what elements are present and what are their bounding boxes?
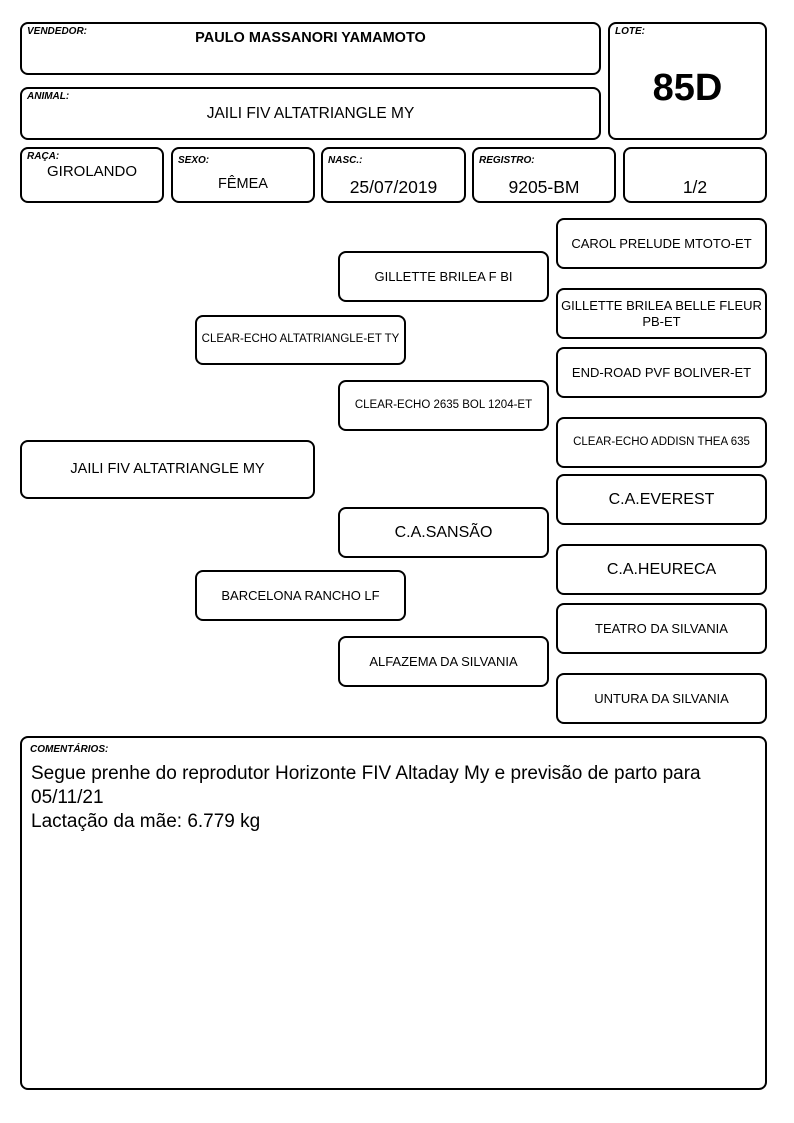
pedigree-great-grandparent: CLEAR-ECHO ADDISN THEA 635 [556,417,767,468]
seller-label: VENDEDOR: [27,26,88,37]
pedigree-great-grandparent: END-ROAD PVF BOLIVER-ET [556,347,767,398]
comments-box: COMENTÁRIOS: Segue prenhe do reprodutor … [20,736,767,1090]
pedigree-great-grandparent: C.A.EVEREST [556,474,767,525]
breed-box: RAÇA: GIROLANDO [20,147,164,203]
blood-fraction: 1/2 [682,177,708,197]
pedigree-great-grandparent-name: CAROL PRELUDE MTOTO-ET [571,235,752,251]
pedigree-great-grandparent-name: TEATRO DA SILVANIA [595,620,728,636]
seller-box: VENDEDOR: PAULO MASSANORI YAMAMOTO [20,22,601,75]
seller-name: PAULO MASSANORI YAMAMOTO [195,30,426,46]
birth-date: 25/07/2019 [349,177,438,197]
pedigree-dam-sire: C.A.SANSÃO [338,507,549,558]
lot-label: LOTE: [615,26,645,37]
pedigree-animal-name: JAILI FIV ALTATRIANGLE MY [70,460,265,477]
fraction-box: 1/2 [623,147,767,203]
pedigree-dam-dam: ALFAZEMA DA SILVANIA [338,636,549,687]
birth-label: NASC.: [328,155,363,166]
animal-name: JAILI FIV ALTATRIANGLE MY [206,105,415,122]
animal-label: ANIMAL: [27,91,70,102]
pedigree-sire-dam: CLEAR-ECHO 2635 BOL 1204-ET [338,380,549,431]
pedigree-great-grandparent: C.A.HEURECA [556,544,767,595]
lot-box: LOTE: 85D [608,22,767,140]
pedigree-great-grandparent-name: CLEAR-ECHO ADDISN THEA 635 [573,435,750,448]
animal-box: ANIMAL: JAILI FIV ALTATRIANGLE MY [20,87,601,140]
pedigree-sire-name: CLEAR-ECHO ALTATRIANGLE-ET TY [201,333,400,346]
pedigree-great-grandparent-name: GILLETTE BRILEA BELLE FLEUR PB-ET [561,297,762,329]
pedigree-dam-dam-name: ALFAZEMA DA SILVANIA [369,653,518,669]
pedigree-sire-dam-name: CLEAR-ECHO 2635 BOL 1204-ET [354,398,533,411]
pedigree-dam-name: BARCELONA RANCHO LF [221,587,380,603]
pedigree-great-grandparent: GILLETTE BRILEA BELLE FLEUR PB-ET [556,288,767,339]
pedigree-great-grandparent: TEATRO DA SILVANIA [556,603,767,654]
pedigree-sire-sire: GILLETTE BRILEA F BI [338,251,549,302]
pedigree-great-grandparent-name: END-ROAD PVF BOLIVER-ET [571,364,752,380]
pedigree-great-grandparent-name: UNTURA DA SILVANIA [594,690,729,706]
sex-label: SEXO: [178,155,210,166]
pedigree-dam-sire-name: C.A.SANSÃO [394,523,493,541]
sex-value: FÊMEA [218,176,268,192]
birth-box: NASC.: 25/07/2019 [321,147,466,203]
comments-label: COMENTÁRIOS: [30,744,109,755]
breed-label: RAÇA: [27,151,60,162]
pedigree-great-grandparent-name: C.A.EVEREST [608,490,715,508]
breed-value: GIROLANDO [46,163,137,180]
sex-box: SEXO: FÊMEA [171,147,315,203]
comments-text: Segue prenhe do reprodutor Horizonte FIV… [31,763,701,832]
pedigree-dam: BARCELONA RANCHO LF [195,570,406,621]
pedigree-great-grandparent: CAROL PRELUDE MTOTO-ET [556,218,767,269]
pedigree-sire-sire-name: GILLETTE BRILEA F BI [374,268,513,284]
pedigree-great-grandparent: UNTURA DA SILVANIA [556,673,767,724]
pedigree-great-grandparent-name: C.A.HEURECA [606,560,717,578]
lot-number: 85D [652,67,723,109]
registry-box: REGISTRO: 9205-BM [472,147,616,203]
registry-label: REGISTRO: [479,155,535,166]
pedigree-animal: JAILI FIV ALTATRIANGLE MY [20,440,315,499]
registry-number: 9205-BM [508,177,580,197]
pedigree-sire: CLEAR-ECHO ALTATRIANGLE-ET TY [195,315,406,365]
